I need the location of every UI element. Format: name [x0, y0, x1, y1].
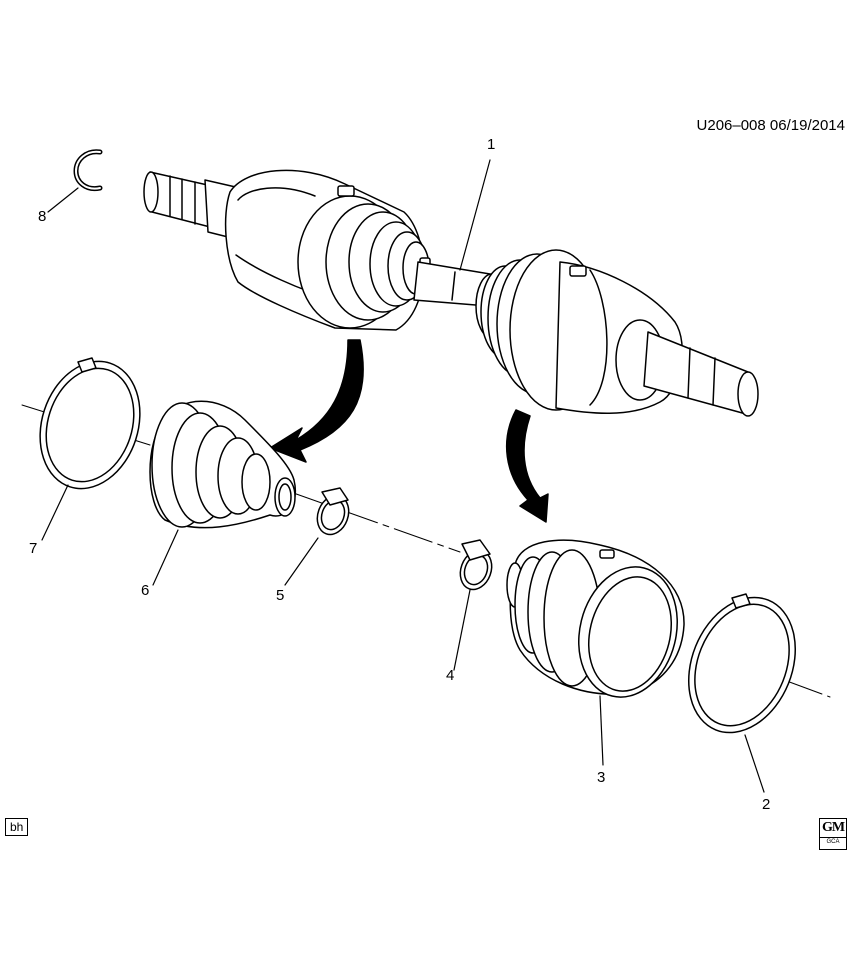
callout-3: 3 [597, 769, 606, 786]
flow-arrow-right [505, 409, 549, 523]
callout-8: 8 [38, 208, 47, 225]
callout-5: 5 [276, 587, 285, 604]
callout-7: 7 [29, 540, 38, 557]
small-boot-clamp-right [459, 539, 493, 591]
callout-2: 2 [762, 796, 771, 813]
callout-4: 4 [446, 667, 455, 684]
artist-initials-box: bh [5, 818, 29, 836]
axle-shaft-assembly [143, 169, 759, 417]
inner-joint-boot [149, 400, 297, 529]
drawing-reference: U206–008 06/19/2014 [696, 117, 845, 134]
gm-logo-mark: GM [821, 820, 845, 835]
callout-1: 1 [487, 136, 496, 153]
outer-joint-boot [506, 539, 685, 698]
gm-logo-subtext: GCA [820, 837, 846, 846]
retaining-ring [73, 149, 103, 192]
large-boot-clamp-left [39, 357, 141, 490]
flow-arrow-left [269, 339, 364, 463]
gm-logo: GM GCA [819, 818, 847, 850]
callout-6: 6 [141, 582, 150, 599]
large-boot-clamp-right [687, 593, 797, 734]
small-boot-clamp-left [316, 487, 350, 536]
leader-lines [41, 159, 765, 793]
